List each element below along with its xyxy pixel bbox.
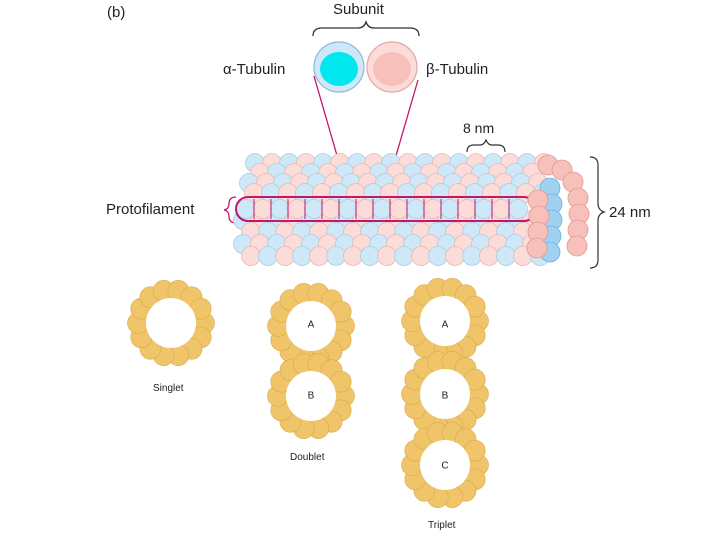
- protofilament-label: Protofilament: [106, 201, 195, 218]
- tubulin-bead: [394, 246, 414, 266]
- tubulin-bead: [292, 246, 312, 266]
- doublet-ring-a-label: A: [307, 319, 315, 331]
- subunit-label: Subunit: [333, 1, 384, 18]
- triplet-ring-c: [401, 422, 489, 508]
- doublet-ring-b: [267, 353, 355, 439]
- tubulin-bead: [326, 246, 346, 266]
- tubulin-bead: [241, 246, 261, 266]
- beta-tubulin-label: β-Tubulin: [426, 61, 489, 78]
- ring-lumen: [146, 298, 196, 348]
- protofilament-bead: [338, 199, 358, 219]
- tubulin-bead: [496, 246, 516, 266]
- tubulin-bead: [445, 246, 465, 266]
- alpha-tubulin-label: α-Tubulin: [223, 61, 286, 78]
- diameter-bracket: [589, 156, 606, 269]
- tubulin-bead: [377, 246, 397, 266]
- triplet-ring-a-label: A: [441, 319, 449, 331]
- tubulin-bead: [360, 246, 380, 266]
- protofilament-bead: [355, 199, 375, 219]
- protofilament-bead: [423, 199, 443, 219]
- protofilament-bead: [270, 199, 290, 219]
- ring-lumen: [286, 301, 336, 351]
- protofilament-bead: [287, 199, 307, 219]
- triplet-ring-b: [401, 351, 489, 437]
- protofilament-bead: [406, 199, 426, 219]
- tubulin-bead: [462, 246, 482, 266]
- triplet-ring-b-label: B: [441, 390, 449, 402]
- triplet-label: Triplet: [428, 520, 456, 531]
- protofilament-bead: [440, 199, 460, 219]
- axoneme-rings: [127, 278, 489, 508]
- doublet-ring-b-label: B: [307, 390, 315, 402]
- singlet-ring: [127, 280, 215, 366]
- tubulin-bead: [479, 246, 499, 266]
- doublet-label: Doublet: [290, 452, 325, 463]
- protofilament-brace: [223, 196, 237, 224]
- ring-lumen: [420, 296, 470, 346]
- protofilament-bead: [321, 199, 341, 219]
- diameter-label: 24 nm: [609, 204, 651, 221]
- tubulin-bead: [343, 246, 363, 266]
- beta-tubulin-core: [373, 52, 411, 86]
- spacing-brace: [466, 138, 506, 153]
- end-beta-bead: [526, 237, 548, 259]
- tubulin-bead: [309, 246, 329, 266]
- protofilament-bead: [508, 199, 528, 219]
- end-beta-bead: [566, 235, 588, 257]
- protofilament-bead: [236, 199, 256, 219]
- triplet-ring-c-label: C: [441, 460, 449, 472]
- tubulin-bead: [258, 246, 278, 266]
- protofilament-bead: [389, 199, 409, 219]
- microtubule: [233, 153, 590, 266]
- ring-lumen: [286, 371, 336, 421]
- ring-lumen: [420, 440, 470, 490]
- protofilament-bead: [474, 199, 494, 219]
- tubulin-bead: [275, 246, 295, 266]
- protofilament-bead: [372, 199, 392, 219]
- tubulin-bead: [428, 246, 448, 266]
- ring-lumen: [420, 369, 470, 419]
- protofilament-bead: [253, 199, 273, 219]
- singlet-label: Singlet: [153, 383, 184, 394]
- panel-label: (b): [107, 4, 126, 21]
- spacing-label: 8 nm: [463, 120, 495, 136]
- alpha-tubulin-core: [320, 52, 358, 86]
- protofilament-bead: [457, 199, 477, 219]
- tubulin-bead: [411, 246, 431, 266]
- protofilament-bead: [304, 199, 324, 219]
- protofilament-bead: [491, 199, 511, 219]
- subunit-brace: [312, 19, 420, 37]
